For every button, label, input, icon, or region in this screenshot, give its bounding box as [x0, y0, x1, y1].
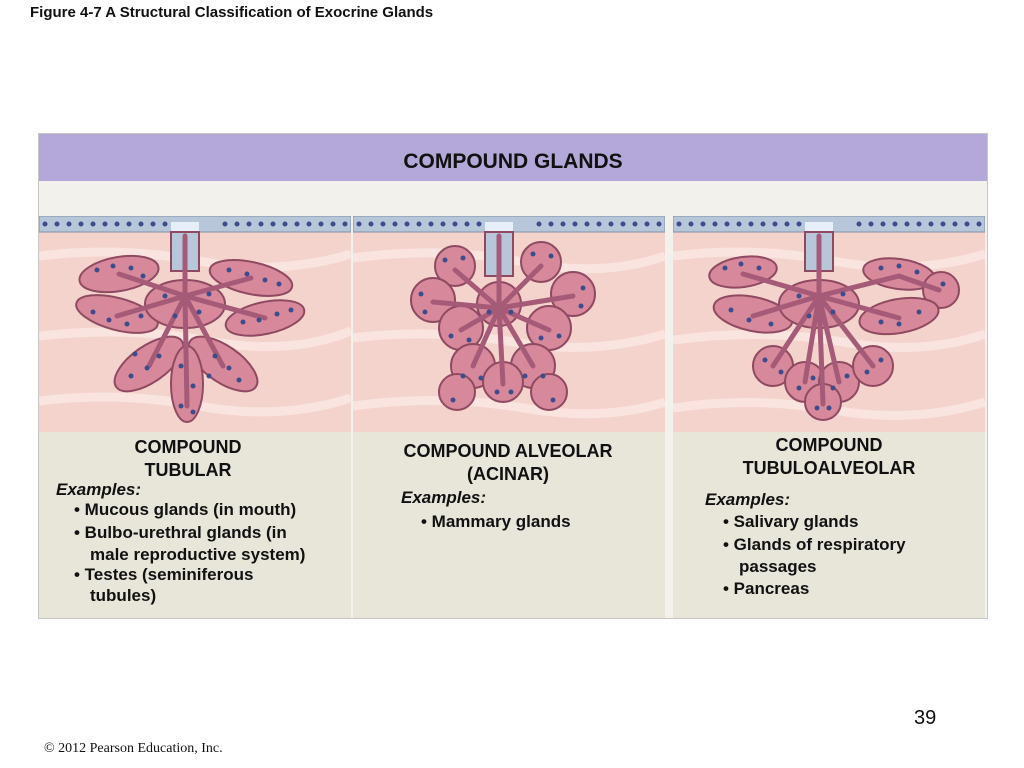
column-title: COMPOUND TUBULAR	[103, 436, 273, 482]
figure-title: Figure 4-7 A Structural Classification o…	[30, 4, 434, 21]
column-title-line: COMPOUND ALVEOLAR	[403, 441, 613, 461]
banner-title: COMPOUND GLANDS	[403, 150, 623, 173]
examples-label: Examples:	[705, 490, 791, 509]
column-title-line: COMPOUND	[134, 437, 242, 457]
compound-alveolar-caption: COMPOUND ALVEOLAR (ACINAR) Examples: • M…	[353, 432, 665, 618]
page-number: 39	[914, 707, 937, 729]
example-item: • Mucous glands (in mouth)	[74, 500, 297, 519]
column-compound-tubular: COMPOUND TUBULAR Examples: • Mucous glan…	[39, 216, 351, 618]
compound-tubular-illustration	[39, 216, 351, 432]
compound-tubuloalveolar-illustration	[673, 216, 985, 432]
example-item: • Pancreas	[723, 579, 810, 598]
column-title: COMPOUND ALVEOLAR (ACINAR)	[373, 440, 643, 486]
example-item: • Glands of respiratory	[723, 535, 906, 554]
examples-label: Examples:	[401, 488, 487, 507]
column-title-line: TUBULOALVEOLAR	[742, 458, 916, 478]
example-item: • Salivary glands	[723, 512, 859, 531]
compound-alveolar-illustration	[353, 216, 665, 432]
examples-label: Examples:	[56, 480, 142, 499]
compound-tubular-caption: COMPOUND TUBULAR Examples: • Mucous glan…	[39, 432, 351, 618]
example-item: tubules)	[90, 586, 157, 605]
example-item: • Bulbo-urethral glands (in	[74, 523, 287, 542]
example-item: passages	[739, 557, 817, 576]
copyright: © 2012 Pearson Education, Inc.	[44, 741, 223, 756]
column-title-line: TUBULAR	[144, 460, 232, 480]
example-item: male reproductive system)	[90, 545, 306, 564]
example-item: • Testes (seminiferous	[74, 565, 254, 584]
column-title-line: COMPOUND	[775, 435, 883, 455]
banner: COMPOUND GLANDS	[39, 134, 987, 181]
column-compound-alveolar: COMPOUND ALVEOLAR (ACINAR) Examples: • M…	[353, 216, 665, 618]
figure-panel: COMPOUND GLANDS	[38, 133, 988, 619]
column-title-line: (ACINAR)	[467, 464, 549, 484]
compound-tubuloalveolar-caption: COMPOUND TUBULOALVEOLAR Examples: • Sali…	[673, 432, 985, 618]
column-compound-tubuloalveolar: COMPOUND TUBULOALVEOLAR Examples: • Sali…	[673, 216, 985, 618]
example-item: • Mammary glands	[421, 512, 571, 531]
column-title: COMPOUND TUBULOALVEOLAR	[703, 434, 955, 480]
